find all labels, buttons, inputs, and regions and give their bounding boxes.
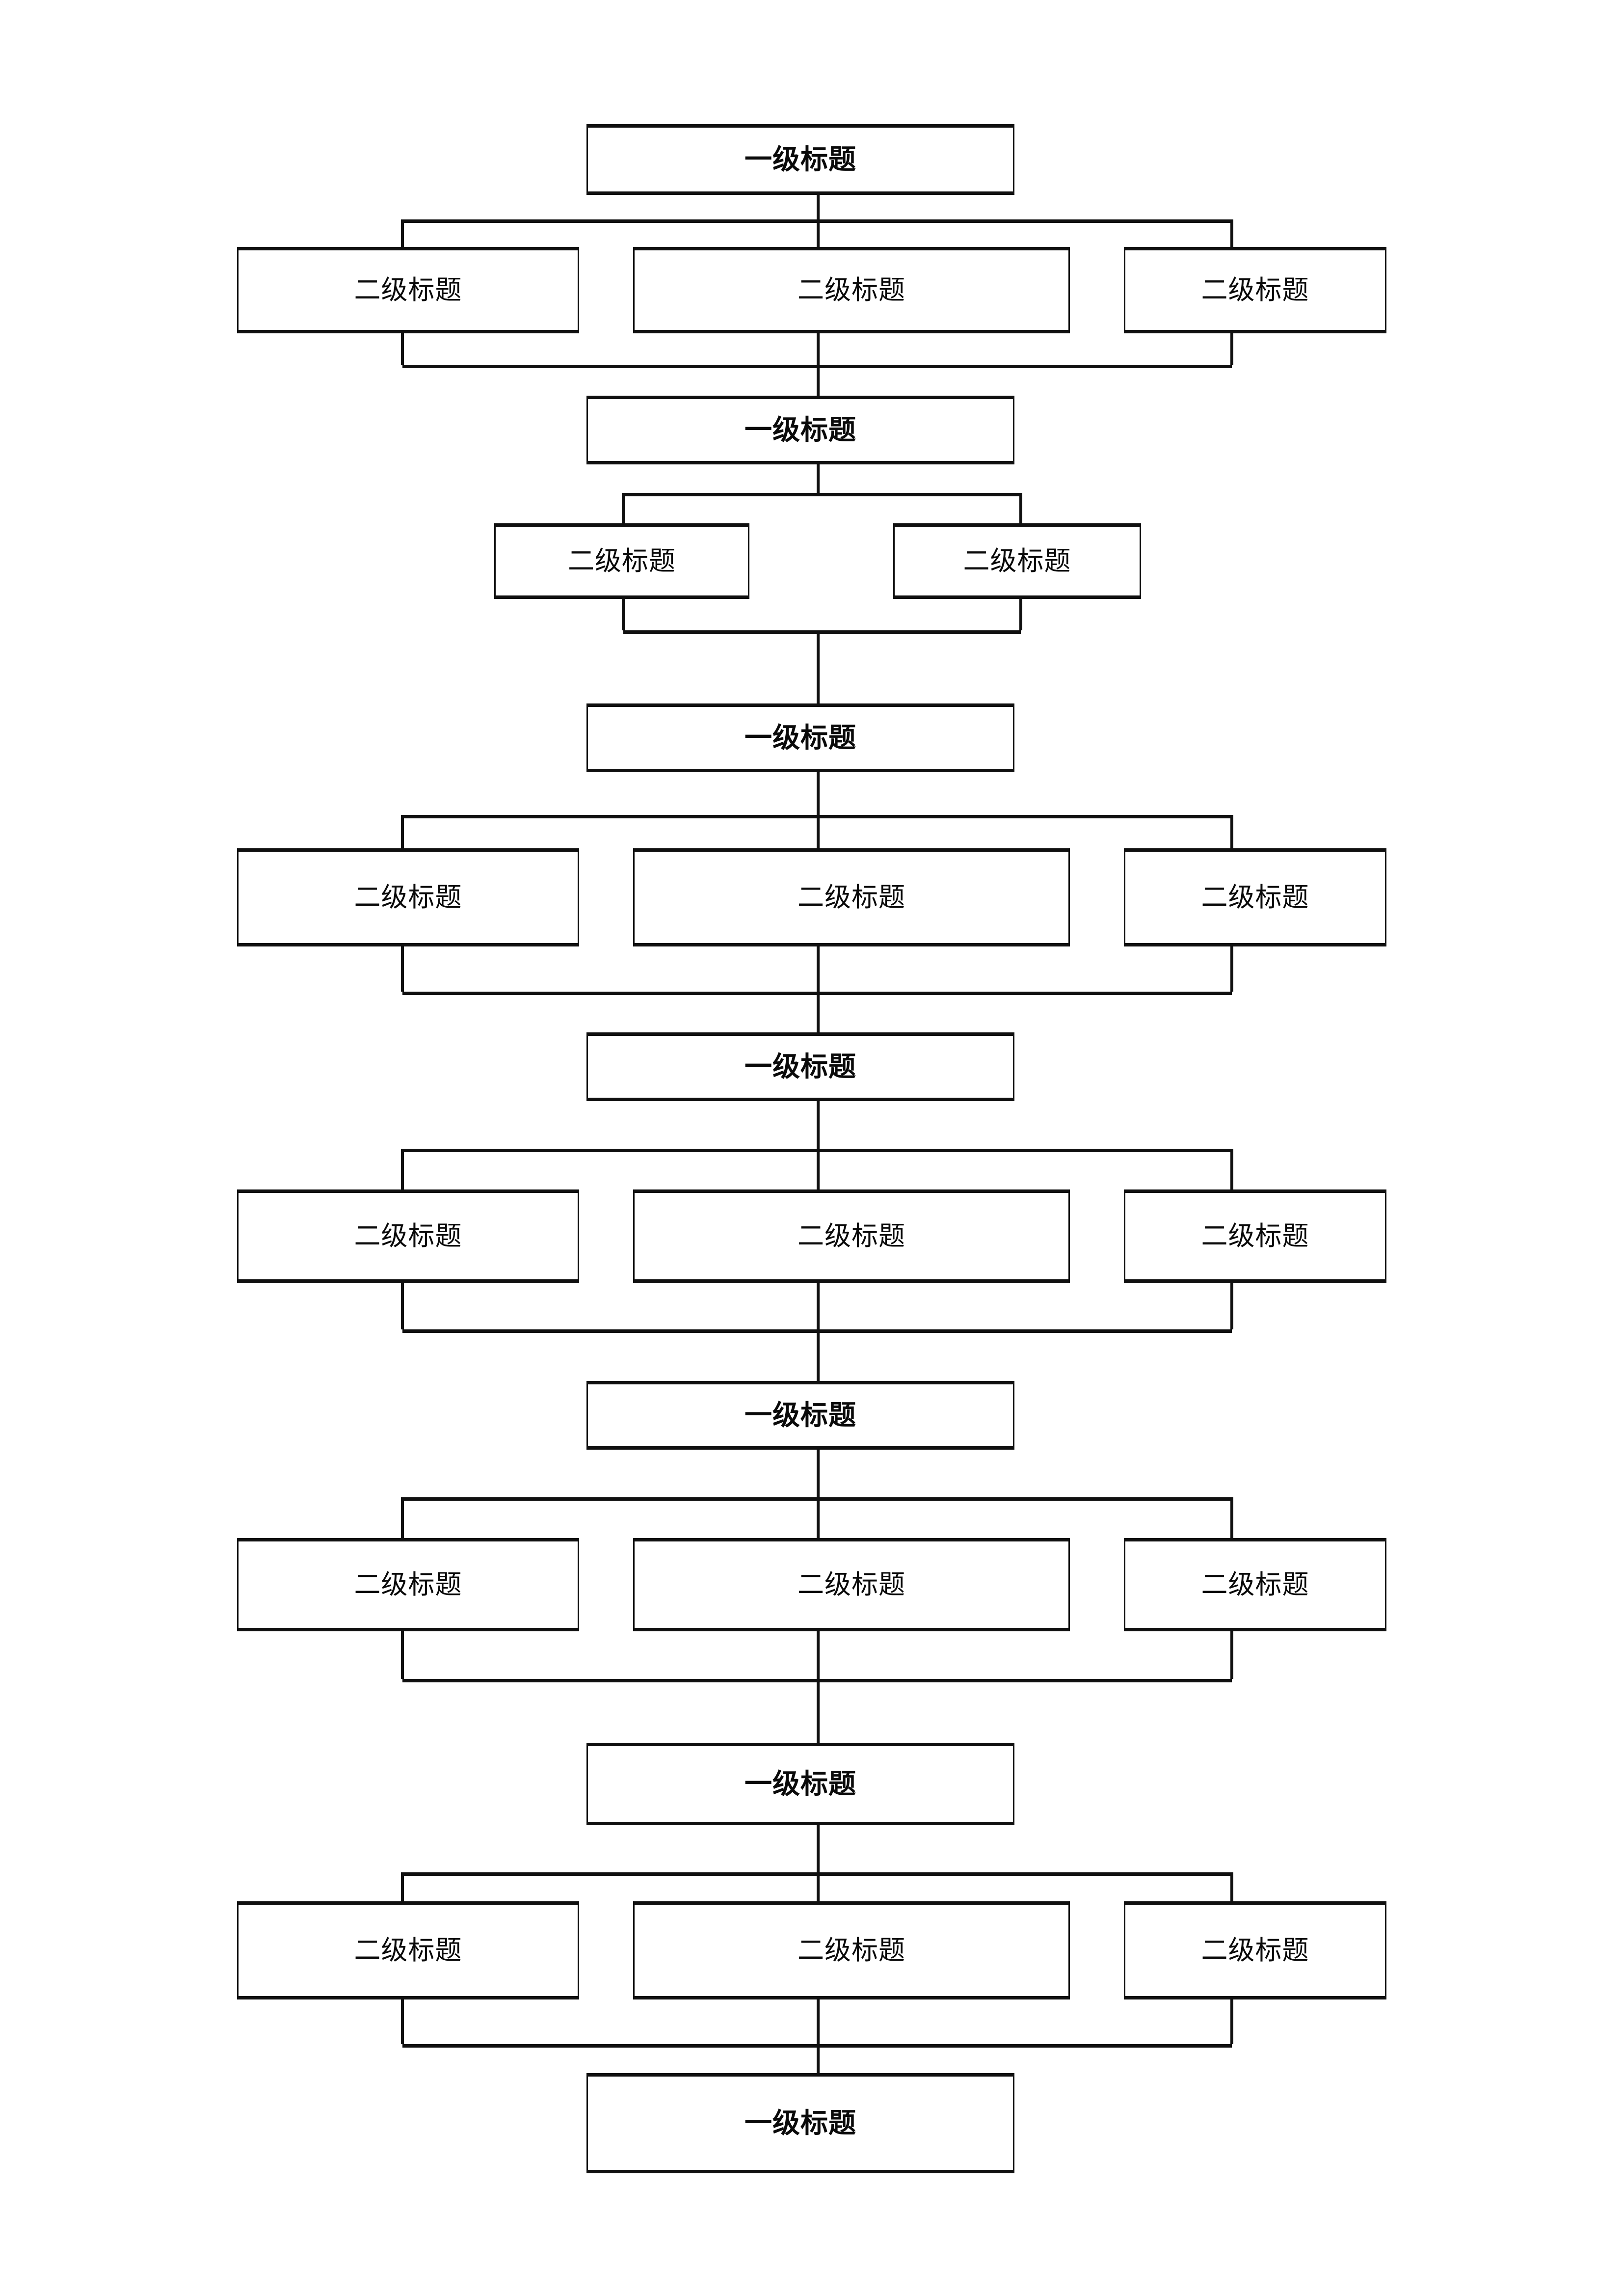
- node-box-level2[interactable]: 二级标题: [633, 247, 1070, 333]
- node-label: 二级标题: [1201, 1221, 1309, 1251]
- connector-vertical-line: [817, 1100, 820, 1149]
- connector-vertical-line: [817, 330, 820, 365]
- connector-vertical-line: [1230, 1149, 1233, 1192]
- connector-vertical-line: [1230, 1629, 1233, 1679]
- connector-vertical-line: [817, 1280, 820, 1329]
- node-box-level2[interactable]: 二级标题: [893, 523, 1141, 599]
- node-label: 二级标题: [963, 546, 1071, 576]
- node-box-level2[interactable]: 二级标题: [1124, 848, 1386, 946]
- node-box-level1[interactable]: 一级标题: [586, 124, 1014, 195]
- node-label: 二级标题: [798, 1570, 905, 1599]
- connector-vertical-line: [401, 330, 404, 365]
- connector-horizontal-bus: [623, 493, 1021, 496]
- connector-vertical-line: [817, 462, 820, 493]
- connector-vertical-line: [817, 630, 820, 706]
- node-box-level2[interactable]: 二级标题: [633, 848, 1070, 946]
- node-label: 二级标题: [354, 1221, 462, 1251]
- connector-vertical-line: [1230, 815, 1233, 851]
- node-label: 一级标题: [745, 722, 856, 753]
- connector-vertical-line: [401, 1872, 404, 1904]
- connector-vertical-line: [401, 815, 404, 851]
- connector-vertical-line: [401, 944, 404, 992]
- node-box-level2[interactable]: 二级标题: [237, 1538, 579, 1631]
- node-label: 二级标题: [1201, 275, 1309, 305]
- connector-vertical-line: [817, 194, 820, 219]
- node-label: 二级标题: [354, 275, 462, 305]
- node-label: 一级标题: [745, 1051, 856, 1082]
- connector-vertical-line: [817, 1679, 820, 1745]
- connector-vertical-line: [817, 1872, 820, 1904]
- connector-vertical-line: [1230, 219, 1233, 250]
- node-box-level2[interactable]: 二级标题: [237, 247, 579, 333]
- connector-vertical-line: [622, 596, 625, 630]
- node-label: 一级标题: [745, 144, 856, 175]
- connector-vertical-line: [1230, 1997, 1233, 2044]
- connector-vertical-line: [817, 2044, 820, 2076]
- node-box-level2[interactable]: 二级标题: [1124, 1189, 1386, 1283]
- connector-vertical-line: [1230, 1872, 1233, 1904]
- node-label: 二级标题: [798, 1221, 905, 1251]
- connector-vertical-line: [401, 1997, 404, 2044]
- node-box-level2[interactable]: 二级标题: [237, 1901, 579, 1999]
- connector-horizontal-bus: [623, 630, 1021, 634]
- connector-vertical-line: [622, 493, 625, 526]
- node-box-level2[interactable]: 二级标题: [1124, 1538, 1386, 1631]
- connector-vertical-line: [817, 1329, 820, 1383]
- connector-vertical-line: [817, 365, 820, 398]
- node-label: 一级标题: [745, 1768, 856, 1799]
- node-label: 二级标题: [1201, 1570, 1309, 1599]
- connector-vertical-line: [401, 1280, 404, 1329]
- connector-vertical-line: [817, 219, 820, 250]
- connector-vertical-line: [1230, 1497, 1233, 1540]
- connector-vertical-line: [817, 815, 820, 851]
- connector-vertical-line: [401, 219, 404, 250]
- node-box-level2[interactable]: 二级标题: [1124, 1901, 1386, 1999]
- node-label: 二级标题: [798, 883, 905, 912]
- connector-vertical-line: [817, 1448, 820, 1497]
- node-box-level2[interactable]: 二级标题: [633, 1538, 1070, 1631]
- node-label: 二级标题: [354, 1936, 462, 1965]
- node-box-level2[interactable]: 二级标题: [494, 523, 749, 599]
- connector-vertical-line: [401, 1149, 404, 1192]
- node-label: 一级标题: [745, 1400, 856, 1431]
- node-label: 二级标题: [798, 1936, 905, 1965]
- connector-vertical-line: [817, 1823, 820, 1872]
- connector-vertical-line: [1230, 944, 1233, 992]
- node-box-level2[interactable]: 二级标题: [237, 1189, 579, 1283]
- connector-vertical-line: [1230, 330, 1233, 365]
- node-box-level1[interactable]: 一级标题: [586, 2073, 1014, 2173]
- node-box-level2[interactable]: 二级标题: [1124, 247, 1386, 333]
- connector-vertical-line: [1019, 596, 1022, 630]
- node-label: 二级标题: [798, 275, 905, 305]
- node-label: 一级标题: [745, 414, 856, 445]
- connector-vertical-line: [817, 1997, 820, 2044]
- node-box-level1[interactable]: 一级标题: [586, 1032, 1014, 1101]
- connector-vertical-line: [1230, 1280, 1233, 1329]
- connector-vertical-line: [401, 1629, 404, 1679]
- node-label: 二级标题: [1201, 1936, 1309, 1965]
- connector-vertical-line: [817, 944, 820, 992]
- node-box-level1[interactable]: 一级标题: [586, 1381, 1014, 1450]
- connector-vertical-line: [401, 1497, 404, 1540]
- node-box-level2[interactable]: 二级标题: [237, 848, 579, 946]
- node-box-level1[interactable]: 一级标题: [586, 1743, 1014, 1825]
- node-label: 二级标题: [354, 883, 462, 912]
- connector-vertical-line: [817, 992, 820, 1035]
- connector-vertical-line: [817, 1149, 820, 1192]
- node-box-level1[interactable]: 一级标题: [586, 396, 1014, 464]
- connector-vertical-line: [817, 1629, 820, 1679]
- node-label: 二级标题: [1201, 883, 1309, 912]
- connector-vertical-line: [1019, 493, 1022, 526]
- node-label: 一级标题: [745, 2107, 856, 2138]
- node-box-level1[interactable]: 一级标题: [586, 703, 1014, 772]
- connector-vertical-line: [817, 771, 820, 815]
- connector-vertical-line: [817, 1497, 820, 1540]
- node-box-level2[interactable]: 二级标题: [633, 1189, 1070, 1283]
- node-label: 二级标题: [354, 1570, 462, 1599]
- node-label: 二级标题: [568, 546, 676, 576]
- node-box-level2[interactable]: 二级标题: [633, 1901, 1070, 1999]
